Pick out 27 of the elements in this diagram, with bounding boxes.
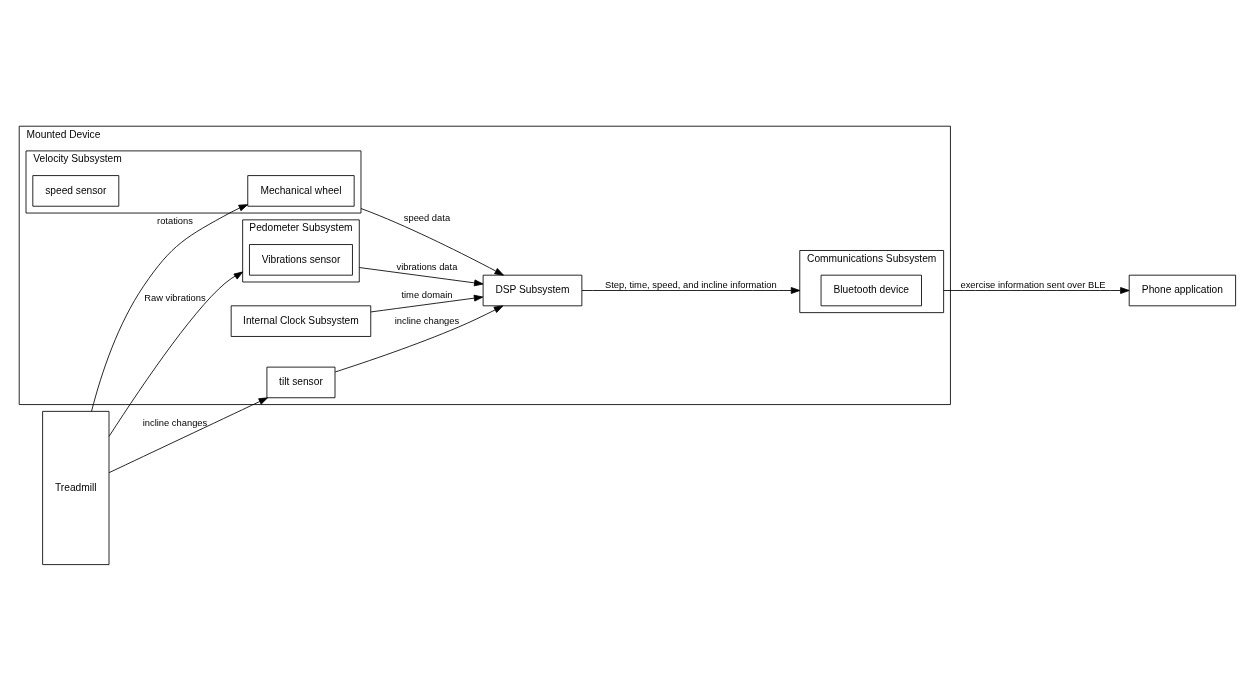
edge-label: time domain [401, 289, 453, 300]
arrow [360, 207, 504, 276]
arrow [581, 286, 801, 294]
node-box: Internal Clock Subsystem [230, 304, 372, 337]
edge-label: speed data [403, 212, 451, 223]
node-box: Bluetooth device [820, 274, 922, 306]
edge-label: Raw vibrations [144, 292, 206, 303]
edge-label: incline changes [394, 315, 460, 326]
arrow [91, 203, 249, 412]
node-box: tilt sensor [266, 366, 336, 398]
arrow [108, 271, 244, 437]
edge-label: vibrations data [396, 261, 458, 272]
edge-label: rotations [157, 215, 193, 226]
arrow [370, 294, 484, 312]
edge-label: incline changes [142, 417, 208, 428]
node-box: Phone application [1128, 274, 1237, 306]
node-box: Vibrations sensor [249, 243, 353, 276]
node-box: Mechanical wheel [247, 174, 355, 207]
node-box: DSP Subsystem [482, 274, 583, 306]
node-box: speed sensor [32, 174, 120, 207]
arrow [358, 266, 484, 286]
arrow [943, 286, 1130, 294]
arrow [108, 396, 268, 473]
edge-label: exercise information sent over BLE [960, 279, 1106, 290]
arrow [334, 305, 504, 372]
edge-label: Step, time, speed, and incline information [604, 279, 777, 290]
node-box: Treadmill [42, 410, 110, 565]
